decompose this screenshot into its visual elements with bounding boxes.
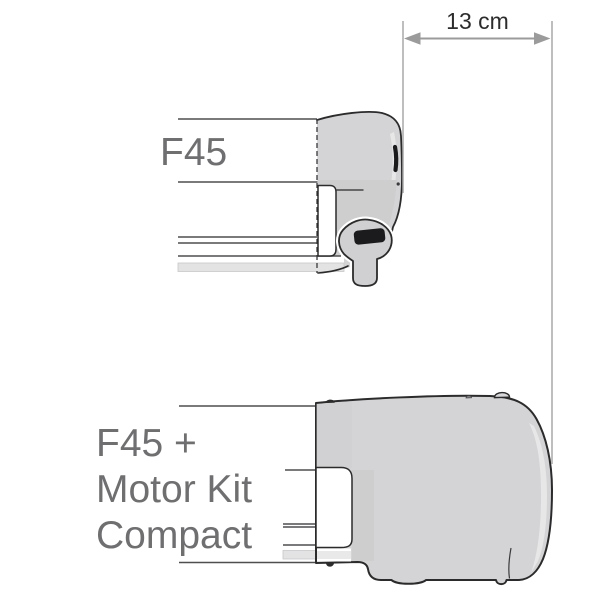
motor-kit-label-line-3: Compact: [96, 514, 253, 557]
f45-label: F45: [160, 131, 228, 174]
motor-case-lines: [179, 405, 318, 564]
f45-drawing: [177, 111, 403, 289]
motor-top-screw-cap: [493, 391, 511, 399]
motor-top-screw-dark: [325, 399, 335, 403]
dimension-arrowhead-left: [404, 32, 421, 45]
motor-top-pin: [465, 395, 472, 399]
motor-case-band: [282, 550, 317, 560]
f45-arm-knuckle: [338, 218, 393, 287]
motor-cap-seam: [508, 547, 512, 579]
dimension-annotation: [402, 21, 553, 464]
f45-edge-slot: [392, 144, 399, 173]
motor-cap-top-shade: [316, 401, 352, 468]
f45-cap-bottom-edge: [317, 265, 349, 274]
motor-end-cap: [315, 394, 553, 586]
motor-kit-drawing: [179, 391, 553, 586]
motor-bottom-screw: [326, 563, 334, 567]
f45-case-band: [177, 262, 345, 272]
f45-edge-dot: [396, 182, 400, 186]
motor-cap-edge-highlight: [529, 423, 547, 573]
motor-roller-panel: [315, 466, 353, 549]
motor-kit-label-line-2: Motor Kit: [96, 468, 253, 511]
dimension-label: 13 cm: [446, 8, 509, 34]
f45-roller-panel: [317, 184, 337, 257]
dimension-arrowhead-right: [534, 32, 551, 45]
f45-knuckle-slot: [353, 228, 386, 245]
motor-kit-label: F45 + Motor Kit Compact: [96, 421, 252, 559]
motor-under-panel-band: [317, 551, 351, 559]
motor-cap-shading: [352, 470, 374, 561]
motor-kit-label-line-1: F45 +: [96, 422, 197, 465]
f45-case-lines: [178, 118, 318, 244]
